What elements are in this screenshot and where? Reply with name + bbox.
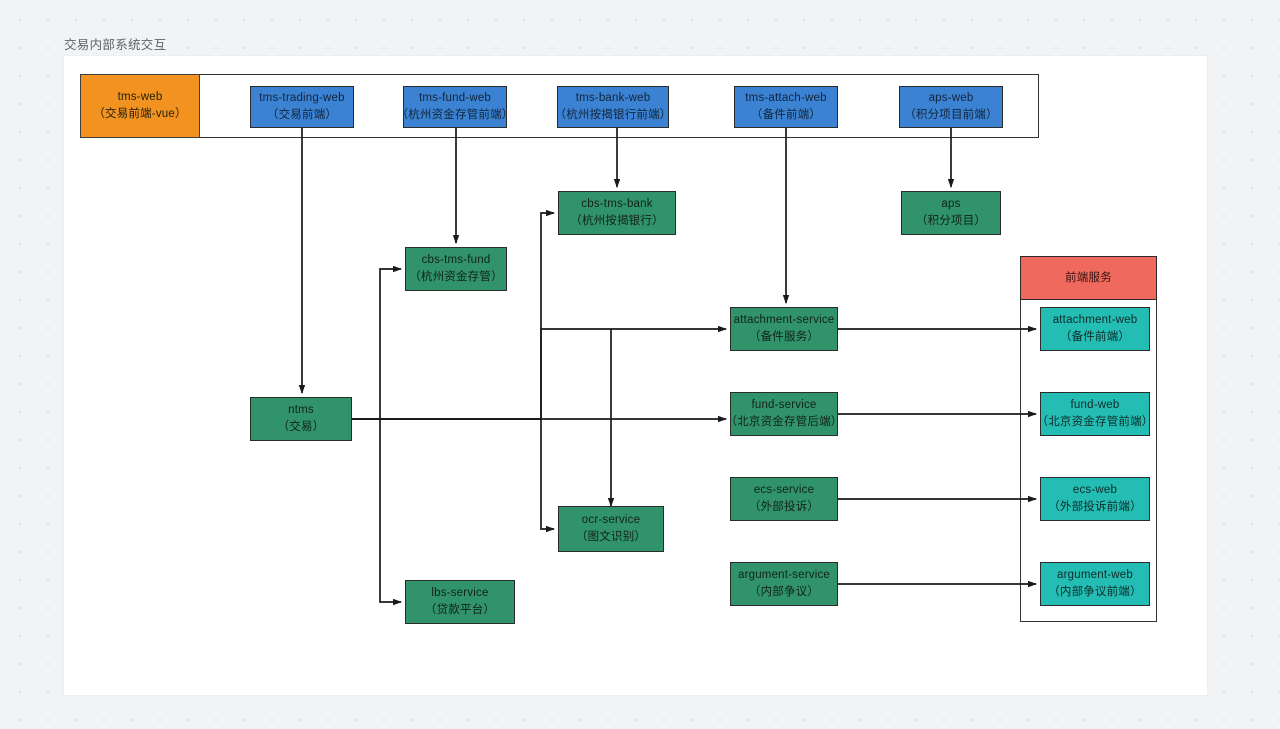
node-ntms-name: ntms [288, 404, 314, 417]
node-aps-web-sub: （积分项目前端） [904, 109, 998, 121]
node-tms-attach-web[interactable]: tms-attach-web （备件前端） [734, 86, 838, 128]
node-attachment-web[interactable]: attachment-web （备件前端） [1040, 307, 1150, 351]
node-cbs-tms-bank-sub: （杭州按揭银行） [570, 215, 664, 227]
node-tms-web-name: tms-web [117, 91, 163, 104]
node-tms-web[interactable]: tms-web （交易前端-vue） [80, 74, 200, 138]
node-tms-trading-web-sub: （交易前端） [266, 109, 338, 121]
node-aps-sub: （积分项目） [915, 215, 987, 227]
node-ocr-service-sub: （图文识别） [575, 531, 647, 543]
node-tms-attach-web-name: tms-attach-web [745, 92, 827, 105]
node-ecs-web[interactable]: ecs-web （外部投诉前端） [1040, 477, 1150, 521]
node-tms-bank-web[interactable]: tms-bank-web （杭州按揭银行前端） [554, 86, 672, 128]
node-argument-web-name: argument-web [1057, 569, 1133, 582]
node-ocr-service[interactable]: ocr-service （图文识别） [558, 506, 664, 552]
node-aps-name: aps [941, 198, 961, 211]
node-ocr-service-name: ocr-service [581, 514, 641, 527]
node-ecs-web-name: ecs-web [1072, 484, 1118, 497]
node-aps[interactable]: aps （积分项目） [901, 191, 1001, 235]
node-tms-fund-web-name: tms-fund-web [418, 92, 492, 105]
node-lbs-service-sub: （贷款平台） [424, 604, 496, 616]
node-tms-bank-web-name: tms-bank-web [575, 92, 651, 105]
node-argument-service-sub: （内部争议） [748, 586, 820, 598]
node-attachment-web-sub: （备件前端） [1059, 331, 1131, 343]
edge-ntms-attachmentservice [352, 325, 727, 420]
node-lbs-service[interactable]: lbs-service （贷款平台） [405, 580, 515, 624]
node-ecs-service-sub: （外部投诉） [748, 501, 820, 513]
node-fund-web-name: fund-web [1070, 399, 1120, 412]
node-attachment-service-sub: （备件服务） [748, 331, 820, 343]
node-ecs-service-name: ecs-service [753, 484, 815, 497]
node-cbs-tms-fund-sub: （杭州资金存管） [409, 271, 503, 283]
node-lbs-service-name: lbs-service [431, 587, 489, 600]
node-tms-fund-web[interactable]: tms-fund-web （杭州资金存管前端） [397, 86, 513, 128]
node-attachment-service[interactable]: attachment-service （备件服务） [730, 307, 838, 351]
node-fund-service-sub: （北京资金存管后端） [725, 416, 843, 428]
node-fund-web-sub: （北京资金存管前端） [1036, 416, 1154, 428]
node-cbs-tms-bank[interactable]: cbs-tms-bank （杭州按揭银行） [558, 191, 676, 235]
node-fund-web[interactable]: fund-web （北京资金存管前端） [1037, 392, 1153, 436]
edge-ntms-cbstmsfund [379, 265, 402, 419]
node-tms-bank-web-sub: （杭州按揭银行前端） [554, 109, 672, 121]
node-ntms-sub: （交易） [277, 421, 325, 433]
node-cbs-tms-fund-name: cbs-tms-fund [421, 254, 491, 267]
node-fund-service-name: fund-service [751, 399, 817, 412]
node-tms-trading-web[interactable]: tms-trading-web （交易前端） [250, 86, 354, 128]
node-argument-web[interactable]: argument-web （内部争议前端） [1040, 562, 1150, 606]
diagram-canvas[interactable]: 前端服务 tms-web （交易前端-vue） tms-trading-web … [64, 56, 1207, 695]
node-argument-web-sub: （内部争议前端） [1048, 586, 1142, 598]
edge-ntms-cbstmsbank [352, 209, 555, 420]
node-tms-trading-web-name: tms-trading-web [259, 92, 345, 105]
node-fund-service[interactable]: fund-service （北京资金存管后端） [726, 392, 842, 436]
node-tms-web-sub: （交易前端-vue） [93, 108, 187, 120]
node-aps-web[interactable]: aps-web （积分项目前端） [899, 86, 1003, 128]
edge-ntms-ocrservice [352, 418, 555, 533]
node-cbs-tms-fund[interactable]: cbs-tms-fund （杭州资金存管） [405, 247, 507, 291]
diagram-stage: 前端服务 tms-web （交易前端-vue） tms-trading-web … [64, 56, 1207, 695]
node-argument-service[interactable]: argument-service （内部争议） [730, 562, 838, 606]
node-aps-web-name: aps-web [928, 92, 974, 105]
frontend-services-header-label: 前端服务 [1065, 271, 1112, 284]
node-attachment-web-name: attachment-web [1052, 314, 1138, 327]
node-ntms[interactable]: ntms （交易） [250, 397, 352, 441]
node-cbs-tms-bank-name: cbs-tms-bank [581, 198, 653, 211]
frontend-services-header: 前端服务 [1020, 256, 1157, 300]
node-tms-fund-web-sub: （杭州资金存管前端） [396, 109, 514, 121]
edge-ntms-lbsservice [379, 419, 402, 606]
node-tms-attach-web-sub: （备件前端） [750, 109, 822, 121]
node-ecs-service[interactable]: ecs-service （外部投诉） [730, 477, 838, 521]
page-title: 交易内部系统交互 [64, 38, 167, 52]
node-attachment-service-name: attachment-service [733, 314, 835, 327]
node-argument-service-name: argument-service [737, 569, 831, 582]
node-ecs-web-sub: （外部投诉前端） [1048, 501, 1142, 513]
